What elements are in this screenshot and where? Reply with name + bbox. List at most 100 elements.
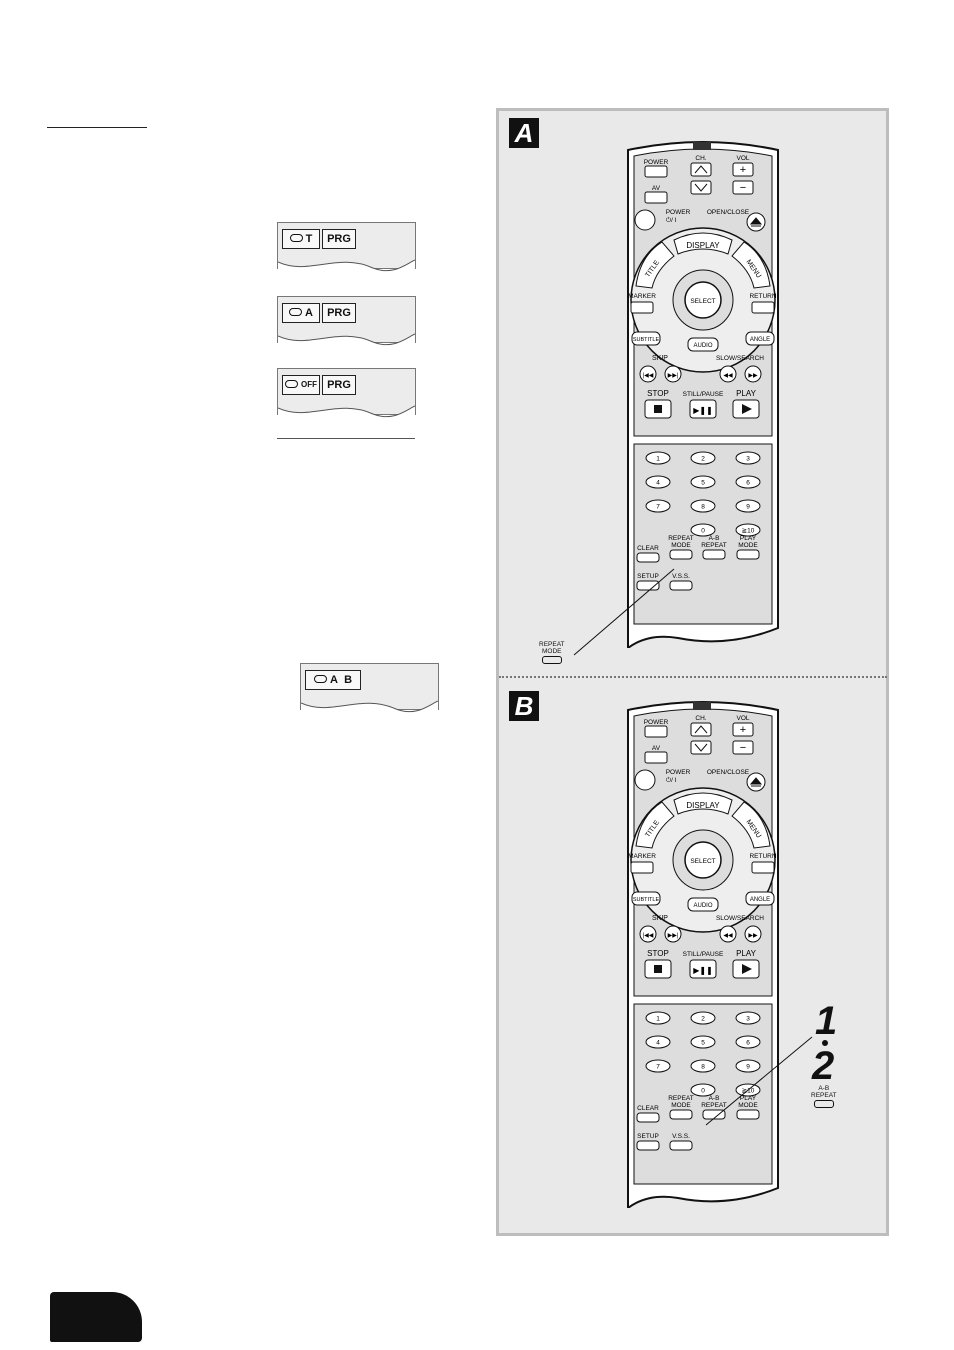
digit-label: 9 (746, 504, 750, 511)
prg-chip: PRG (322, 375, 356, 395)
remote-label-power2-sym: ⏻/ I (666, 217, 677, 224)
callout-line-b (705, 1036, 813, 1126)
digit-button-3[interactable] (735, 451, 761, 465)
digit-label: 0 (701, 528, 705, 535)
remote-label-still-pause: STILL/PAUSE (683, 951, 724, 958)
remote-label-power2-sym: ⏻/ I (666, 777, 677, 784)
step-number-2: 2 (812, 1044, 835, 1088)
callout-repeat-mode: REPEAT MODE (539, 641, 565, 664)
remote-label-audio: AUDIO (693, 903, 712, 909)
svg-text:▶▶|: ▶▶| (668, 373, 679, 379)
remote-label-marker: MARKER (628, 293, 656, 300)
remote-label-ab-repeat: A-B (709, 1095, 720, 1102)
remote-label-power: POWER (644, 719, 669, 726)
remote-label-display: DISPLAY (686, 801, 720, 810)
svg-text:|◀◀: |◀◀ (643, 373, 654, 379)
osd-repeat-off: OFF PRG (277, 368, 416, 424)
remote-label-angle: ANGLE (750, 337, 770, 343)
digit-label: 4 (656, 1040, 660, 1047)
panel-divider (499, 676, 887, 678)
svg-text:▶▶: ▶▶ (748, 373, 758, 379)
osd-all-repeat: A PRG (277, 296, 416, 352)
digit-label: 2 (701, 456, 705, 463)
repeat-icon (289, 234, 303, 243)
callout-ab-repeat: A-B REPEAT (811, 1085, 837, 1108)
remote-label-return: RETURN (749, 293, 776, 300)
remote-label-stop: STOP (647, 389, 669, 398)
digit-button-3[interactable] (735, 1011, 761, 1025)
torn-edge (301, 700, 438, 719)
remote-label-setup: SETUP (637, 1133, 659, 1140)
svg-text:+: + (740, 164, 746, 176)
remote-label-power2: POWER (666, 209, 691, 216)
remote-label-play: PLAY (736, 389, 757, 398)
remote-label-marker: MARKER (628, 853, 656, 860)
digit-button-6[interactable] (735, 475, 761, 489)
digit-button-0[interactable] (690, 523, 716, 537)
ab-repeat-button-icon (813, 1100, 834, 1108)
remote-label-power2: POWER (666, 769, 691, 776)
step-separator-dot (822, 1040, 828, 1046)
remote-control-a: POWER CH. VOL + − AV POWER ⏻/ I OPEN/CLO… (618, 138, 788, 653)
digit-button-7[interactable] (645, 1059, 671, 1073)
digit-label: 6 (746, 1040, 750, 1047)
digit-button-2[interactable] (690, 1011, 716, 1025)
remote-label-av: AV (652, 185, 661, 192)
svg-text:◀◀: ◀◀ (723, 373, 733, 379)
digit-button-9[interactable] (735, 1059, 761, 1073)
remote-label-play: PLAY (736, 949, 757, 958)
svg-text:▶❚❚: ▶❚❚ (693, 406, 713, 415)
digit-label: 8 (701, 504, 705, 511)
remote-label-subtitle: SUBTITLE (633, 897, 660, 903)
prg-chip: PRG (322, 229, 356, 249)
remote-label-select: SELECT (690, 858, 715, 865)
remote-label-av: AV (652, 745, 661, 752)
digit-button-8[interactable] (690, 1059, 716, 1073)
digit-button-7[interactable] (645, 499, 671, 513)
digit-button-0[interactable] (690, 1083, 716, 1097)
digit-button-≧10[interactable] (735, 523, 761, 537)
remote-label-open-close: OPEN/CLOSE (707, 209, 750, 216)
digit-button-1[interactable] (645, 451, 671, 465)
svg-text:−: − (740, 742, 746, 754)
digit-label: 1 (656, 456, 660, 463)
remote-label-skip: SKIP (652, 355, 668, 362)
remote-label-slow-search: SLOW/SEARCH (716, 915, 764, 922)
heading-rule (47, 127, 147, 128)
remote-label-play-mode: MODE (738, 542, 758, 549)
repeat-mode-chip: A (282, 303, 320, 323)
digit-button-4[interactable] (645, 1035, 671, 1049)
remote-label-display: DISPLAY (686, 241, 720, 250)
repeat-mode-chip: OFF (282, 375, 320, 395)
remote-label-vol: VOL (736, 715, 749, 722)
digit-button-2[interactable] (690, 451, 716, 465)
digit-button-4[interactable] (645, 475, 671, 489)
remote-label-audio: AUDIO (693, 343, 712, 349)
digit-label: 6 (746, 480, 750, 487)
digit-button-8[interactable] (690, 499, 716, 513)
remote-label-slow-search: SLOW/SEARCH (716, 355, 764, 362)
remote-label-open-close: OPEN/CLOSE (707, 769, 750, 776)
digit-button-5[interactable] (690, 475, 716, 489)
digit-label: 5 (701, 480, 705, 487)
digit-button-9[interactable] (735, 499, 761, 513)
digit-label: 3 (746, 456, 750, 463)
digit-label: 7 (656, 1064, 660, 1071)
torn-edge (278, 405, 415, 424)
callout-line-a (573, 568, 675, 656)
remote-label-vss: V.S.S. (672, 573, 690, 580)
digit-label: 9 (746, 1064, 750, 1071)
remote-label-select: SELECT (690, 298, 715, 305)
remote-label-ab-repeat: REPEAT (701, 1102, 727, 1109)
digit-button-6[interactable] (735, 1035, 761, 1049)
digit-label: ≧10 (742, 528, 755, 535)
digit-button-1[interactable] (645, 1011, 671, 1025)
svg-text:▶▶: ▶▶ (748, 933, 758, 939)
remote-label-setup: SETUP (637, 573, 659, 580)
section-divider (277, 438, 415, 439)
torn-edge (278, 333, 415, 352)
repeat-icon (285, 379, 298, 388)
svg-text:|◀◀: |◀◀ (643, 933, 654, 939)
digit-button-5[interactable] (690, 1035, 716, 1049)
svg-text:▶▶|: ▶▶| (668, 933, 679, 939)
